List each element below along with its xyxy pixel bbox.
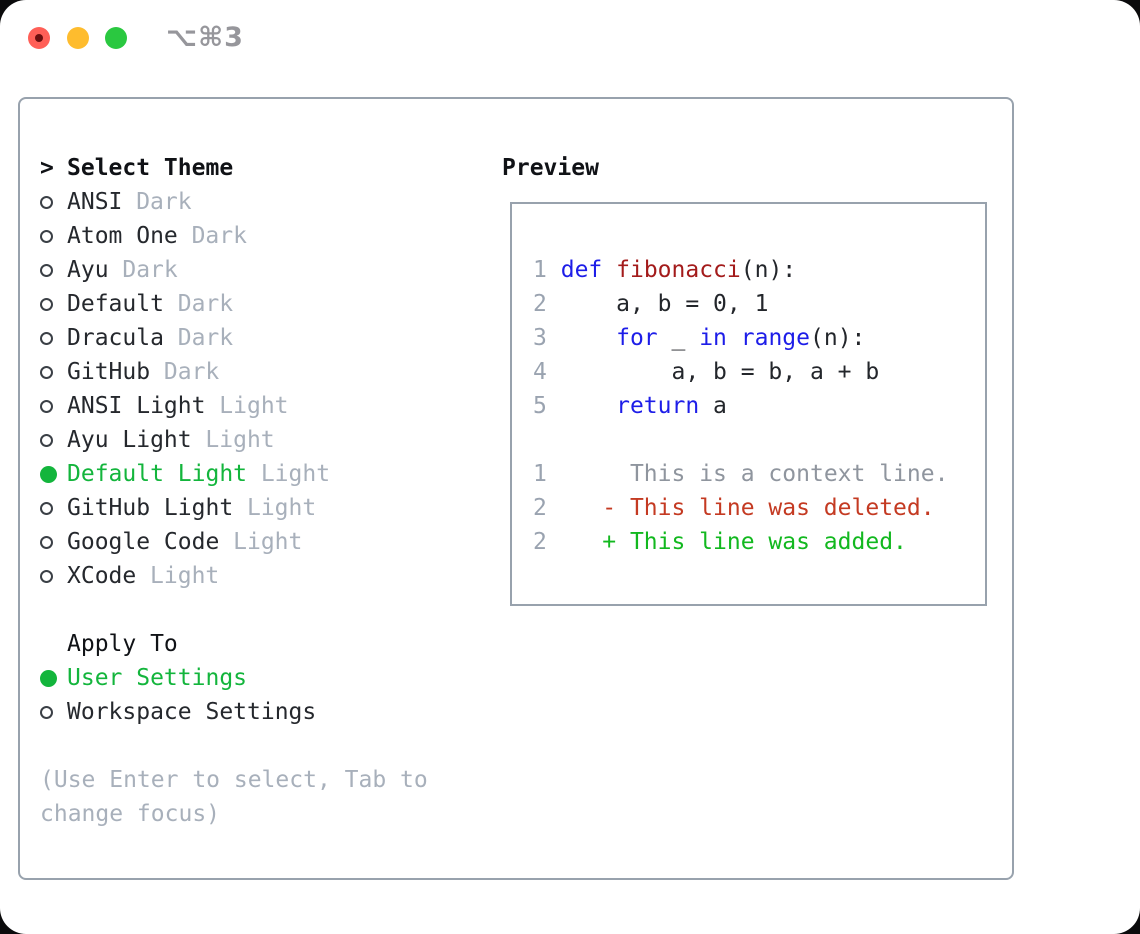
spacer (40, 729, 470, 763)
theme-option[interactable]: GitHub Light Light (40, 491, 470, 525)
radio-cell (40, 501, 67, 515)
radio-cell (40, 229, 67, 243)
radio-cell (40, 705, 67, 719)
radio-cell (40, 465, 67, 483)
preview-box: 1 def fibonacci(n): 2 a, b = 0, 1 3 for _ … (510, 202, 987, 606)
prompt-cursor-icon: > (40, 155, 54, 181)
radio-icon (40, 263, 53, 277)
radio-cell (40, 263, 67, 277)
theme-variant: Light (219, 393, 289, 419)
preview-title: Preview (502, 155, 599, 181)
radio-icon (40, 297, 53, 311)
radio-icon (40, 331, 53, 345)
apply-to-option[interactable]: Workspace Settings (40, 695, 470, 729)
code-line: 1 This is a context line. (533, 461, 949, 487)
theme-variant: Light (260, 461, 331, 487)
theme-name: Ayu (67, 257, 109, 283)
radio-icon (40, 501, 53, 515)
help-text: (Use Enter to select, Tab to change focu… (40, 767, 428, 827)
theme-variant: Light (205, 427, 275, 453)
radio-cell (40, 365, 67, 379)
radio-cell (40, 297, 67, 311)
apply-to-label: Workspace Settings (67, 699, 317, 725)
radio-icon (40, 433, 53, 447)
theme-variant: Light (246, 495, 317, 521)
radio-icon (40, 569, 53, 583)
code-line: 3 for _ in range(n): (533, 325, 866, 351)
select-theme-header: > Select Theme (40, 151, 470, 185)
window-title-shortcut: ⌥⌘3 (166, 22, 244, 53)
radio-cell (40, 535, 67, 549)
theme-option[interactable]: Google Code Light (40, 525, 470, 559)
theme-variant: Dark (163, 359, 220, 385)
theme-option[interactable]: Default Light Light (40, 457, 470, 491)
minimize-button[interactable] (67, 27, 89, 49)
theme-option[interactable]: GitHub Dark (40, 355, 470, 389)
theme-option[interactable]: ANSI Dark (40, 185, 470, 219)
theme-option[interactable]: Ayu Dark (40, 253, 470, 287)
theme-selector: > Select Theme ANSI Dark Atom On (40, 151, 470, 831)
theme-variant: Dark (177, 325, 234, 351)
radio-cell (40, 433, 67, 447)
code-line: 1 def fibonacci(n): (533, 257, 797, 283)
radio-cell (40, 399, 67, 413)
radio-icon (40, 195, 53, 209)
radio-cell (40, 669, 67, 687)
radio-cell (40, 569, 67, 583)
theme-name: ANSI Light (67, 393, 206, 419)
theme-name: Default Light (67, 461, 248, 487)
theme-name: XCode (67, 563, 137, 589)
theme-option[interactable]: Dracula Dark (40, 321, 470, 355)
code-line: 2 + This line was added. (533, 529, 907, 555)
theme-name: Dracula (67, 325, 164, 351)
close-button[interactable] (28, 27, 50, 49)
apply-to-title: Apply To (67, 631, 178, 657)
theme-variant: Dark (191, 223, 247, 249)
theme-name: Google Code (67, 529, 220, 555)
theme-name: Atom One (67, 223, 178, 249)
theme-option[interactable]: XCode Light (40, 559, 470, 593)
radio-cell (40, 195, 67, 209)
theme-name: GitHub (67, 359, 151, 385)
theme-option[interactable]: ANSI Light Light (40, 389, 470, 423)
theme-name: GitHub Light (67, 495, 234, 521)
theme-variant: Light (150, 563, 220, 589)
radio-icon (40, 365, 53, 379)
code-line: 2 - This line was deleted. (533, 495, 935, 521)
theme-option[interactable]: Default Dark (40, 287, 470, 321)
spacer (40, 593, 470, 627)
titlebar: ⌥⌘3 (0, 0, 1140, 97)
radio-icon (40, 399, 53, 413)
theme-variant: Dark (122, 257, 178, 283)
code-line: 4 a, b = b, a + b (533, 359, 880, 385)
zoom-button[interactable] (105, 27, 127, 49)
select-theme-title: Select Theme (67, 155, 234, 181)
theme-name: Ayu Light (67, 427, 192, 453)
theme-name: ANSI (67, 189, 123, 215)
radio-icon (40, 229, 53, 243)
code-line: 2 a, b = 0, 1 (533, 291, 769, 317)
theme-variant: Dark (177, 291, 234, 317)
theme-option[interactable]: Ayu Light Light (40, 423, 470, 457)
apply-to-header: Apply To (40, 627, 470, 661)
code-line: 5 return a (533, 393, 727, 419)
apply-to-list: User Settings Workspace Settings (40, 661, 470, 729)
apply-to-option[interactable]: User Settings (40, 661, 470, 695)
theme-list: ANSI Dark Atom One Dark Ayu Dark (40, 185, 470, 593)
theme-option[interactable]: Atom One Dark (40, 219, 470, 253)
radio-icon (40, 465, 57, 483)
unsaved-changes-dot-icon (35, 34, 43, 42)
theme-variant: Dark (136, 189, 192, 215)
theme-variant: Light (233, 529, 303, 555)
radio-icon (40, 669, 57, 687)
radio-cell (40, 331, 67, 345)
theme-name: Default (67, 291, 164, 317)
main-panel: > Select Theme ANSI Dark Atom On (18, 97, 1014, 880)
code-preview: 1 def fibonacci(n): 2 a, b = 0, 1 3 for _ … (512, 204, 985, 559)
radio-icon (40, 535, 53, 549)
apply-to-label: User Settings (67, 665, 248, 691)
code-line (533, 423, 985, 457)
radio-icon (40, 705, 53, 719)
